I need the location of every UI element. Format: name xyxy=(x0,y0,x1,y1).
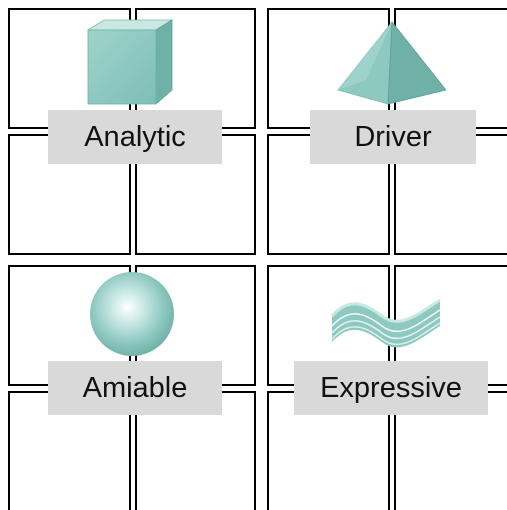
label-amiable: Amiable xyxy=(48,361,222,415)
label-analytic: Analytic xyxy=(48,110,222,164)
pyramid-icon xyxy=(337,20,447,105)
sphere-icon xyxy=(90,272,174,356)
wave-icon xyxy=(330,298,441,348)
label-driver: Driver xyxy=(310,110,476,164)
label-expressive: Expressive xyxy=(294,361,488,415)
cube-icon xyxy=(86,19,174,105)
